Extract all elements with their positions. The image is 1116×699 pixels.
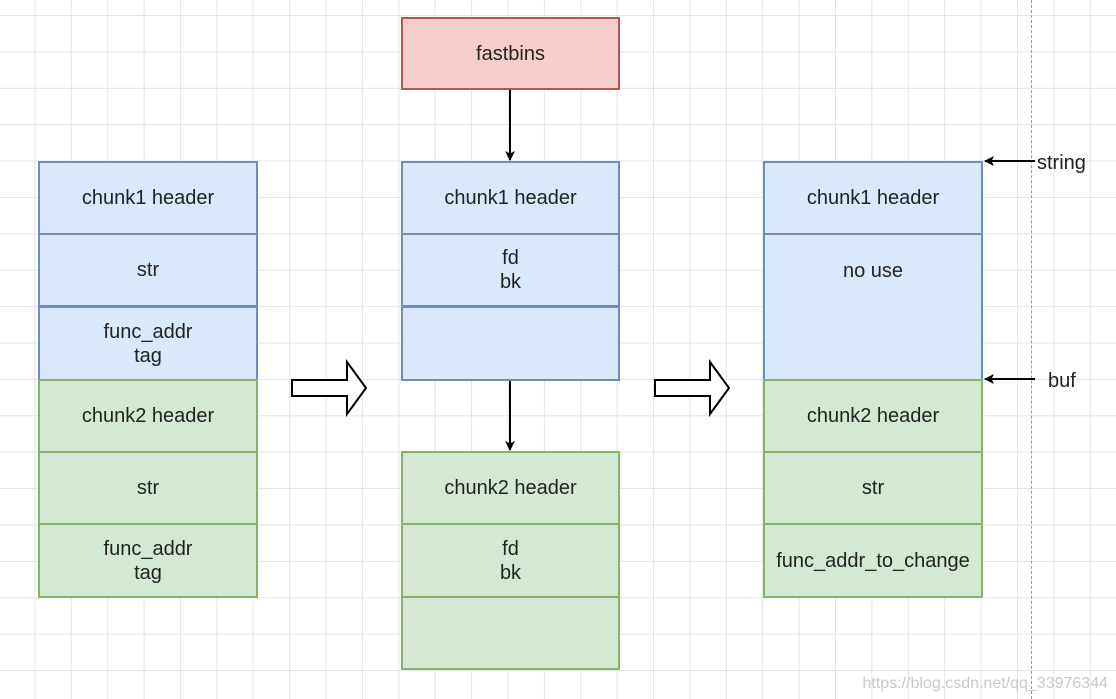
before-chunk1-str: str bbox=[38, 233, 258, 307]
after-chunk2-header: chunk2 header bbox=[763, 379, 983, 453]
freed-chunk2-empty bbox=[401, 596, 620, 670]
transition-arrow-2-icon bbox=[654, 358, 731, 418]
before-chunk2-func-addr: func_addr tag bbox=[38, 523, 258, 598]
watermark: https://blog.csdn.net/qq_33976344 bbox=[862, 675, 1108, 692]
before-chunk2-str: str bbox=[38, 451, 258, 525]
before-chunk1-func-addr: func_addr tag bbox=[38, 306, 258, 381]
string-pointer-label: string bbox=[1037, 152, 1086, 174]
freed-chunk1-empty bbox=[401, 306, 620, 381]
buf-pointer-label: buf bbox=[1048, 370, 1076, 392]
before-chunk2-header: chunk2 header bbox=[38, 379, 258, 453]
freed-chunk2-fd-bk: fd bk bbox=[401, 523, 620, 598]
after-chunk1-no-use: no use bbox=[763, 233, 983, 381]
after-chunk2-func-to-change: func_addr_to_change bbox=[763, 523, 983, 598]
freed-chunk1-header: chunk1 header bbox=[401, 161, 620, 235]
fastbins-box: fastbins bbox=[401, 17, 620, 90]
page-guide-line bbox=[1031, 0, 1032, 699]
transition-arrow-1-icon bbox=[291, 358, 368, 418]
